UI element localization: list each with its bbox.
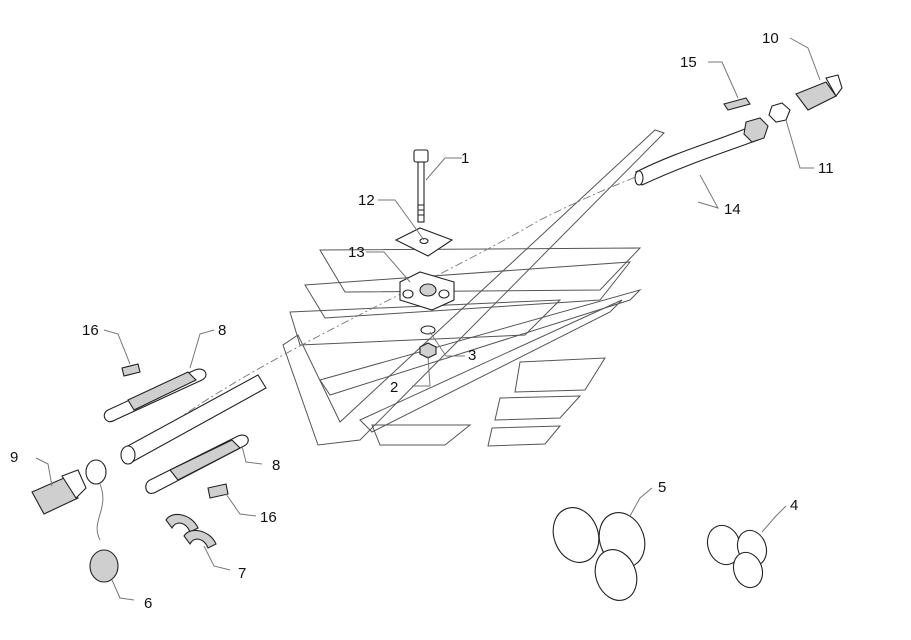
threaded-fitting-part (795, 74, 843, 111)
half-shell-upper-part (103, 368, 207, 423)
coupling-part (31, 469, 87, 515)
lock-nut-part (768, 102, 791, 123)
callout-labels: 1 2 3 4 5 6 7 8 8 9 10 11 12 13 14 15 16… (10, 30, 834, 612)
callout-13: 13 (348, 244, 365, 261)
bolt-part (413, 149, 429, 223)
callout-12: 12 (358, 192, 375, 209)
background-panel (282, 129, 665, 447)
assembly-centerline (149, 174, 641, 441)
half-shell-lower-part (145, 434, 249, 494)
dust-cap-part (85, 459, 119, 583)
callout-8-lower: 8 (272, 457, 280, 474)
clip-part (723, 97, 751, 111)
callout-11: 11 (818, 160, 834, 177)
callout-16-lower: 16 (260, 509, 277, 526)
hose-nut-part (743, 117, 769, 143)
washer-part (420, 325, 436, 335)
tube-part (120, 374, 267, 465)
callout-14: 14 (724, 201, 741, 218)
callout-15: 15 (680, 54, 697, 71)
callout-10: 10 (762, 30, 779, 47)
clip-small-upper-part (121, 363, 141, 377)
callout-6: 6 (144, 595, 152, 612)
nut-part (419, 342, 437, 359)
hose-clamp-small-part (706, 524, 768, 589)
clip-small-lower-part (207, 483, 229, 499)
callout-4: 4 (790, 497, 798, 514)
callout-5: 5 (658, 479, 666, 496)
hose-part (634, 125, 759, 186)
hose-clamp-large-part (552, 507, 646, 601)
callout-3: 3 (468, 347, 476, 364)
callout-2: 2 (390, 379, 398, 396)
clamp-rings-part (165, 513, 217, 549)
callout-1: 1 (461, 150, 469, 167)
clamp-block-part (399, 271, 455, 311)
leader-lines (35, 37, 821, 601)
callout-9: 9 (10, 449, 18, 466)
callout-8-upper: 8 (218, 322, 226, 339)
plate-part (394, 227, 454, 257)
callout-7: 7 (238, 565, 246, 582)
callout-16-upper: 16 (82, 322, 99, 339)
